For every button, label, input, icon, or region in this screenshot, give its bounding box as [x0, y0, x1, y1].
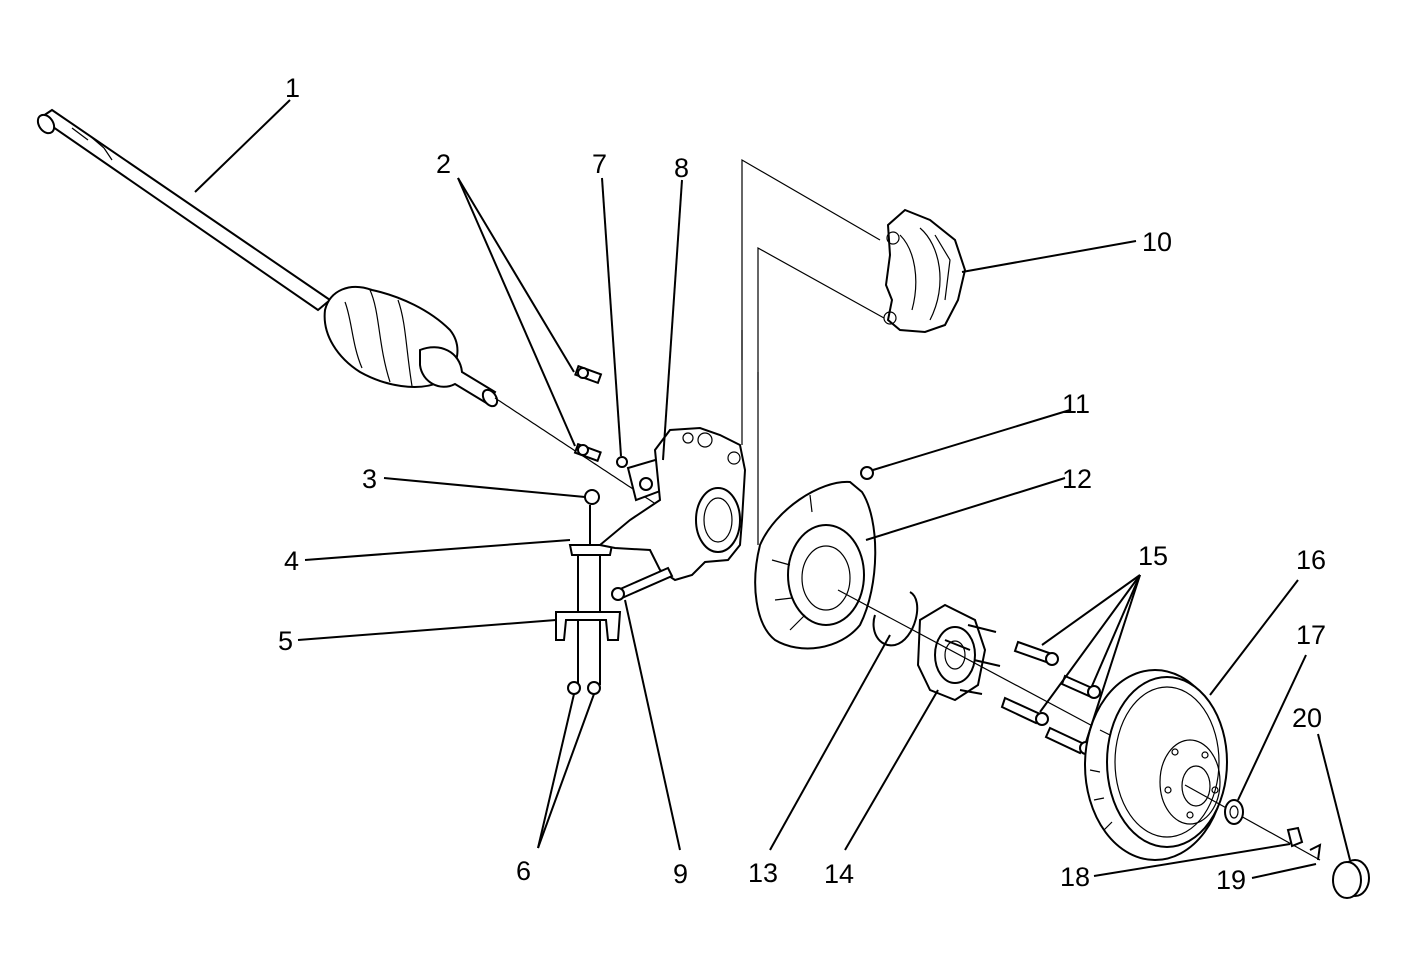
callout-6: 6	[516, 856, 531, 886]
part-bracket	[568, 505, 614, 685]
callout-14: 14	[824, 859, 854, 889]
callout-2: 2	[436, 149, 451, 179]
part-long-bolt	[611, 566, 674, 601]
part-knuckle-bolts	[573, 364, 603, 463]
callout-16: 16	[1296, 545, 1326, 575]
part-shield	[555, 611, 622, 641]
callout-11: 11	[1062, 389, 1090, 419]
part-nut	[584, 489, 600, 505]
callout-18: 18	[1060, 862, 1090, 892]
callout-12: 12	[1062, 464, 1092, 494]
part-hub-bolts	[1000, 640, 1101, 755]
callout-17: 17	[1296, 620, 1326, 650]
part-hub-cap	[1332, 859, 1370, 899]
callout-4: 4	[284, 546, 299, 576]
part-drive-axle-shaft	[36, 108, 499, 408]
part-small-nut	[860, 466, 874, 480]
callout-20: 20	[1292, 703, 1322, 733]
callout-10: 10	[1142, 227, 1172, 257]
callout-9: 9	[673, 859, 688, 889]
callout-7: 7	[592, 149, 607, 179]
part-cotter-pin	[1309, 843, 1322, 861]
callout-3: 3	[362, 464, 377, 494]
part-steering-knuckle	[597, 426, 747, 582]
callout-19: 19	[1216, 865, 1246, 895]
callout-15: 15	[1138, 541, 1168, 571]
callout-13: 13	[748, 858, 778, 888]
callout-8: 8	[674, 153, 689, 183]
part-snap-ring	[872, 591, 919, 647]
part-hub-bearing	[916, 603, 1001, 702]
callout-5: 5	[278, 626, 293, 656]
part-nut-retainer	[1286, 826, 1304, 848]
callout-1: 1	[285, 73, 300, 103]
part-backing-plate	[754, 480, 877, 650]
leader-lines	[194, 99, 1351, 879]
part-lower-nuts	[567, 681, 601, 695]
caliper-mount-lines	[741, 158, 885, 545]
part-brake-caliper	[883, 208, 967, 334]
part-axle-nut	[1224, 799, 1244, 825]
part-brake-rotor	[1084, 669, 1228, 861]
callout-labels: 1 2 3 4 5 6 7 8 9 10 11 12 13 14 15 16 1…	[278, 73, 1326, 895]
